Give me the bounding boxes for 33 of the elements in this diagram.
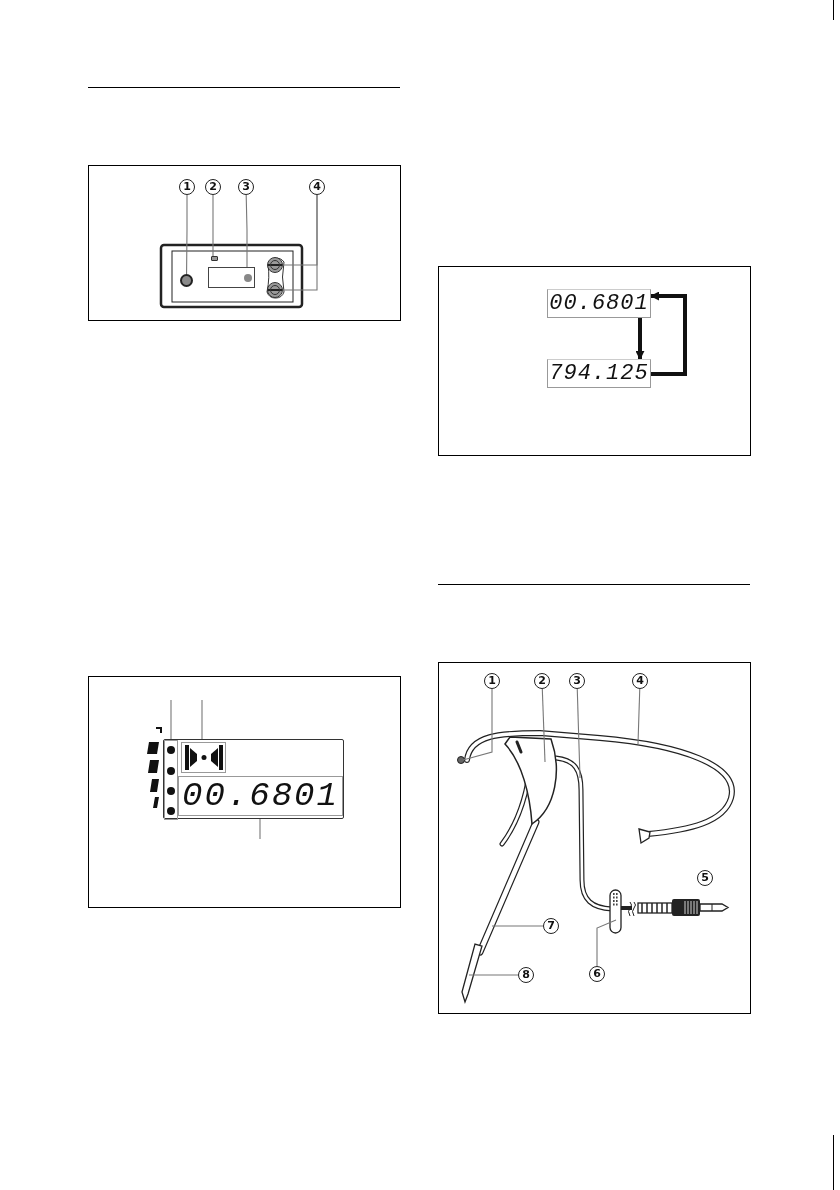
arrow [635, 318, 645, 360]
callout-number: 1 [179, 179, 195, 195]
leader-line [541, 688, 546, 763]
leader-line [282, 194, 318, 291]
callout-number: 5 [697, 870, 713, 886]
indicator-lamp [211, 256, 218, 261]
callout-number: 3 [238, 179, 254, 195]
lcd-panel [163, 739, 344, 819]
leader-line [462, 688, 493, 761]
callout-number: 4 [632, 673, 648, 689]
arrow [650, 291, 687, 376]
lcd-readout: 00.6801 [547, 289, 651, 318]
display-window [208, 267, 255, 288]
leader-line [212, 194, 214, 257]
leader-line [186, 194, 188, 275]
leader-line [596, 919, 617, 967]
callout-number: 3 [569, 673, 585, 689]
callout-number: 6 [589, 966, 605, 982]
leader-line [637, 688, 641, 745]
callout-number: 1 [484, 673, 500, 689]
leader-line [491, 925, 544, 927]
callout-number: 2 [205, 179, 221, 195]
leader-line [245, 194, 248, 268]
lcd-readout: 00.6801 [178, 776, 343, 816]
indicator-column [164, 740, 178, 820]
leader-line [576, 688, 581, 779]
leader-line [170, 699, 172, 740]
leader-line [468, 974, 519, 976]
callout-number: 7 [543, 918, 559, 934]
callout-number: 8 [518, 967, 534, 983]
callout-number: 2 [534, 673, 550, 689]
callout-number: 4 [309, 179, 325, 195]
lcd-readout: 794.125 [547, 359, 651, 388]
